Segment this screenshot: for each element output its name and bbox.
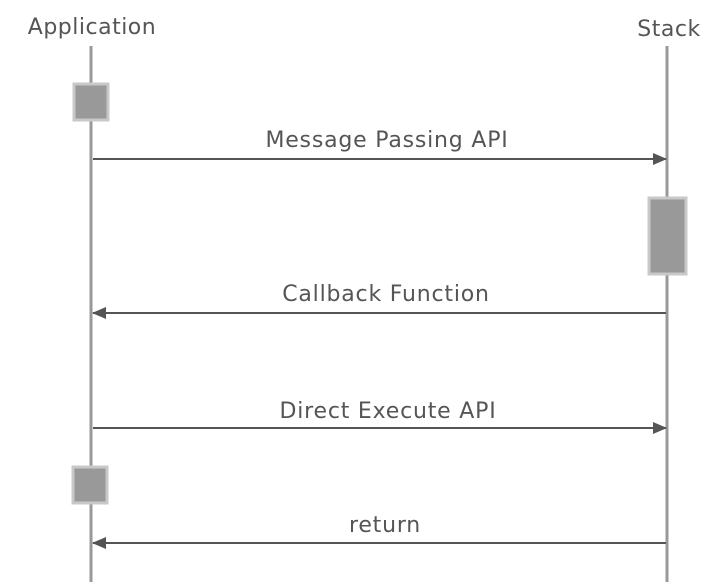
participant-stack-label: Stack xyxy=(637,17,700,42)
application-activation-2 xyxy=(71,465,109,505)
stack-activation-1 xyxy=(647,196,688,276)
application-activation-1 xyxy=(72,82,110,122)
message-label-callback-function: Callback Function xyxy=(282,282,490,307)
message-label-message-passing-api: Message Passing API xyxy=(265,128,508,153)
message-label-return: return xyxy=(349,513,421,538)
message-label-direct-execute-api: Direct Execute API xyxy=(279,399,496,424)
participant-application-label: Application xyxy=(28,15,156,40)
